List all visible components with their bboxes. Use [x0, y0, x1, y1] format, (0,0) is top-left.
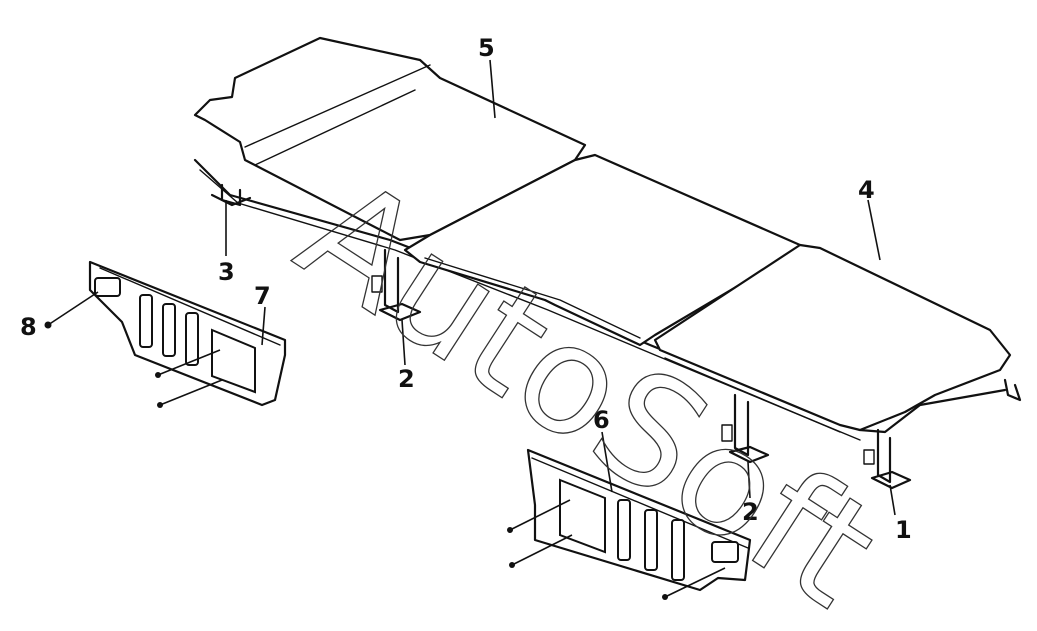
callout-3: 3 — [218, 258, 235, 286]
seat-leg-2-left — [371, 248, 422, 322]
callout-2-right: 2 — [742, 498, 759, 526]
screw-8 — [44, 321, 52, 329]
callout-4: 4 — [858, 176, 875, 204]
callout-6: 6 — [593, 406, 610, 434]
callout-7: 7 — [254, 282, 271, 310]
seat-leg-1 — [863, 428, 912, 490]
seat-cushion-middle — [403, 153, 802, 347]
seat-cushion-4 — [653, 243, 1012, 432]
callout-5: 5 — [478, 34, 495, 62]
side-panel-6 — [526, 448, 752, 592]
callout-labels: 1 2 2 3 4 5 6 7 8 — [20, 34, 912, 544]
callout-leaders — [225, 59, 896, 516]
seat-leg-rear-right — [1003, 378, 1022, 402]
callout-1: 1 — [895, 516, 912, 544]
bench-seat — [193, 36, 1022, 490]
side-panel-7 — [88, 260, 287, 407]
callout-2-left: 2 — [398, 365, 415, 393]
callout-8: 8 — [20, 313, 37, 341]
screws — [44, 291, 726, 600]
seat-leg-2-right — [721, 393, 770, 464]
seat-leg-3 — [210, 183, 252, 207]
